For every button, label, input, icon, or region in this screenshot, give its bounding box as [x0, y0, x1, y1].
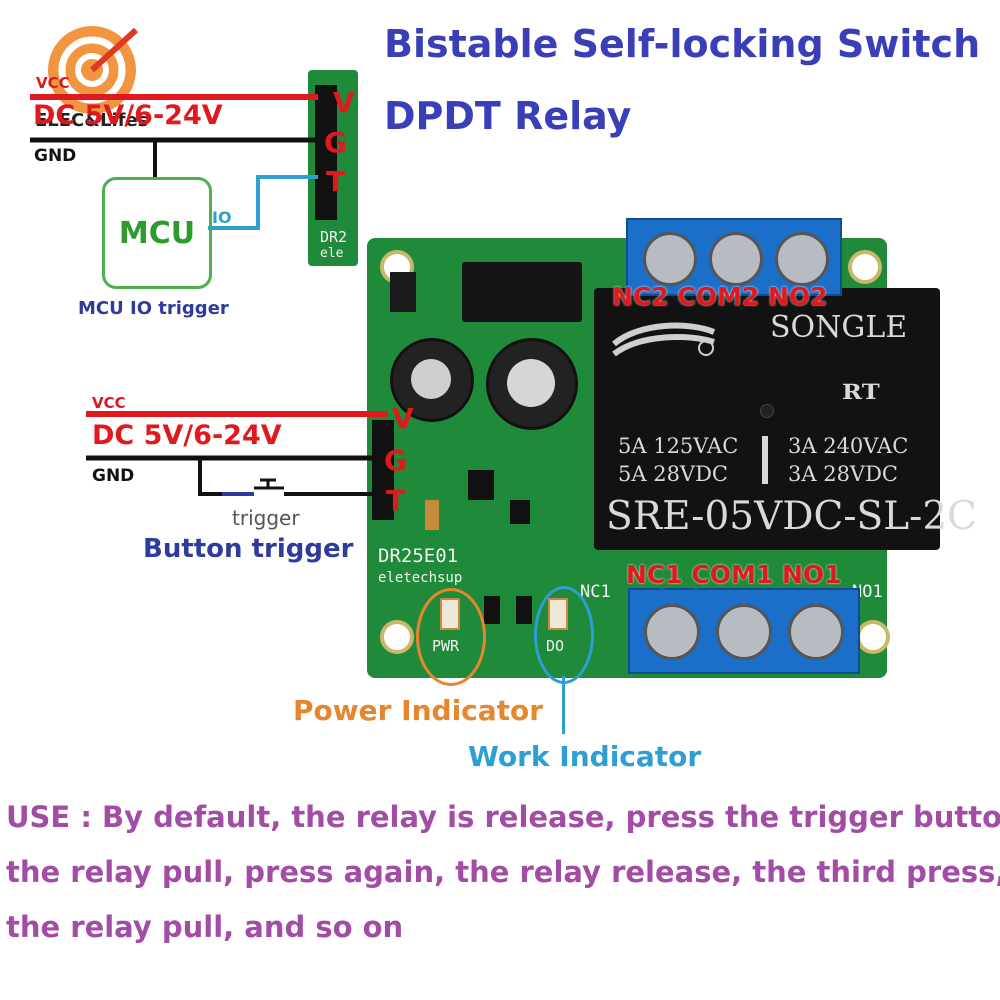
mcu-label: MCU [118, 215, 196, 251]
logo-text: ELEC&Lifes [35, 110, 149, 131]
terminal-top-labels: NC2 COM2 NO2 [612, 282, 828, 311]
title-line-2: DPDT Relay [384, 94, 632, 138]
smd-part-4 [516, 596, 532, 624]
mounting-hole-tr [848, 250, 882, 284]
nc1-silk: NC1 [580, 582, 611, 602]
mcu-pin-t: T [326, 165, 346, 198]
mcu-board-silk-2: ele [320, 246, 344, 261]
relay-logo [612, 322, 716, 357]
mcu-pin-g: G [324, 126, 347, 159]
terminal-block-top [626, 218, 842, 296]
work-indicator-leader [562, 676, 565, 734]
mcu-board-header [315, 85, 337, 220]
button-pin-t: T [386, 484, 406, 517]
button-wiring [86, 411, 388, 496]
brand-logo [48, 26, 139, 114]
diode-chip [390, 272, 416, 312]
relay-dot [760, 404, 774, 418]
usage-line-3: the relay pull, and so on [6, 910, 404, 944]
mounting-hole-bl [380, 620, 414, 654]
board-brand: eletechsup [378, 570, 463, 586]
work-indicator-ring [534, 586, 594, 684]
mcu-supply-label: DC 5V/6-24V [33, 100, 223, 131]
mcu-io-label: IO [212, 208, 232, 227]
smd-part-3 [484, 596, 500, 624]
button-vcc-label: VCC [92, 394, 126, 412]
smd-transistor [468, 470, 494, 500]
work-indicator-label: Work Indicator [468, 740, 702, 773]
button-supply-label: DC 5V/6-24V [92, 420, 282, 451]
trigger-switch-label: trigger [232, 506, 300, 530]
relay-rating-right-1: 3A 240VAC [788, 434, 909, 458]
mcu-caption: MCU IO trigger [78, 298, 229, 319]
relay-rating-left: 5A 125VAC 5A 28VDC [618, 432, 738, 488]
relay-body [594, 288, 940, 550]
mcu-board-silk: DR2 [320, 228, 348, 246]
title-line-1: Bistable Self-locking Switch [384, 22, 981, 66]
board-model: DR25E01 [378, 545, 459, 567]
button-caption: Button trigger [143, 534, 354, 564]
power-indicator-label: Power Indicator [293, 694, 544, 727]
mcu-gnd-label: GND [34, 146, 77, 166]
terminal-bottom-labels: NC1 COM1 NO1 [626, 560, 842, 589]
terminal-block-bottom [628, 588, 860, 674]
relay-model: SRE-05VDC-SL-2C [606, 494, 977, 539]
mcu-pin-v: V [333, 86, 355, 119]
smd-resistor-1 [425, 500, 439, 530]
usage-line-1: USE : By default, the relay is release, … [6, 800, 1000, 834]
button-gnd-label: GND [92, 466, 135, 486]
mcu-vcc-label: VCC [36, 74, 70, 92]
capacitor-left [390, 338, 474, 422]
relay-rating-left-2: 5A 28VDC [618, 462, 728, 486]
regulator-chip [462, 262, 582, 322]
button-pin-v: V [392, 402, 414, 435]
smd-part-2 [510, 500, 530, 524]
relay-brand: SONGLE [770, 310, 908, 345]
relay-divider [762, 436, 768, 484]
mcu-box: MCU [102, 177, 212, 289]
button-pin-g: G [384, 444, 407, 477]
power-indicator-ring [416, 588, 486, 686]
usage-line-2: the relay pull, press again, the relay r… [6, 855, 1000, 889]
relay-cert: ᴿᵁ [842, 376, 880, 421]
relay-rating-left-1: 5A 125VAC [618, 434, 739, 458]
mounting-hole-br [856, 620, 890, 654]
relay-rating-right: 3A 240VAC 3A 28VDC [788, 432, 908, 488]
relay-rating-right-2: 3A 28VDC [788, 462, 898, 486]
mcu-wiring [30, 94, 318, 230]
capacitor-right [486, 338, 578, 430]
